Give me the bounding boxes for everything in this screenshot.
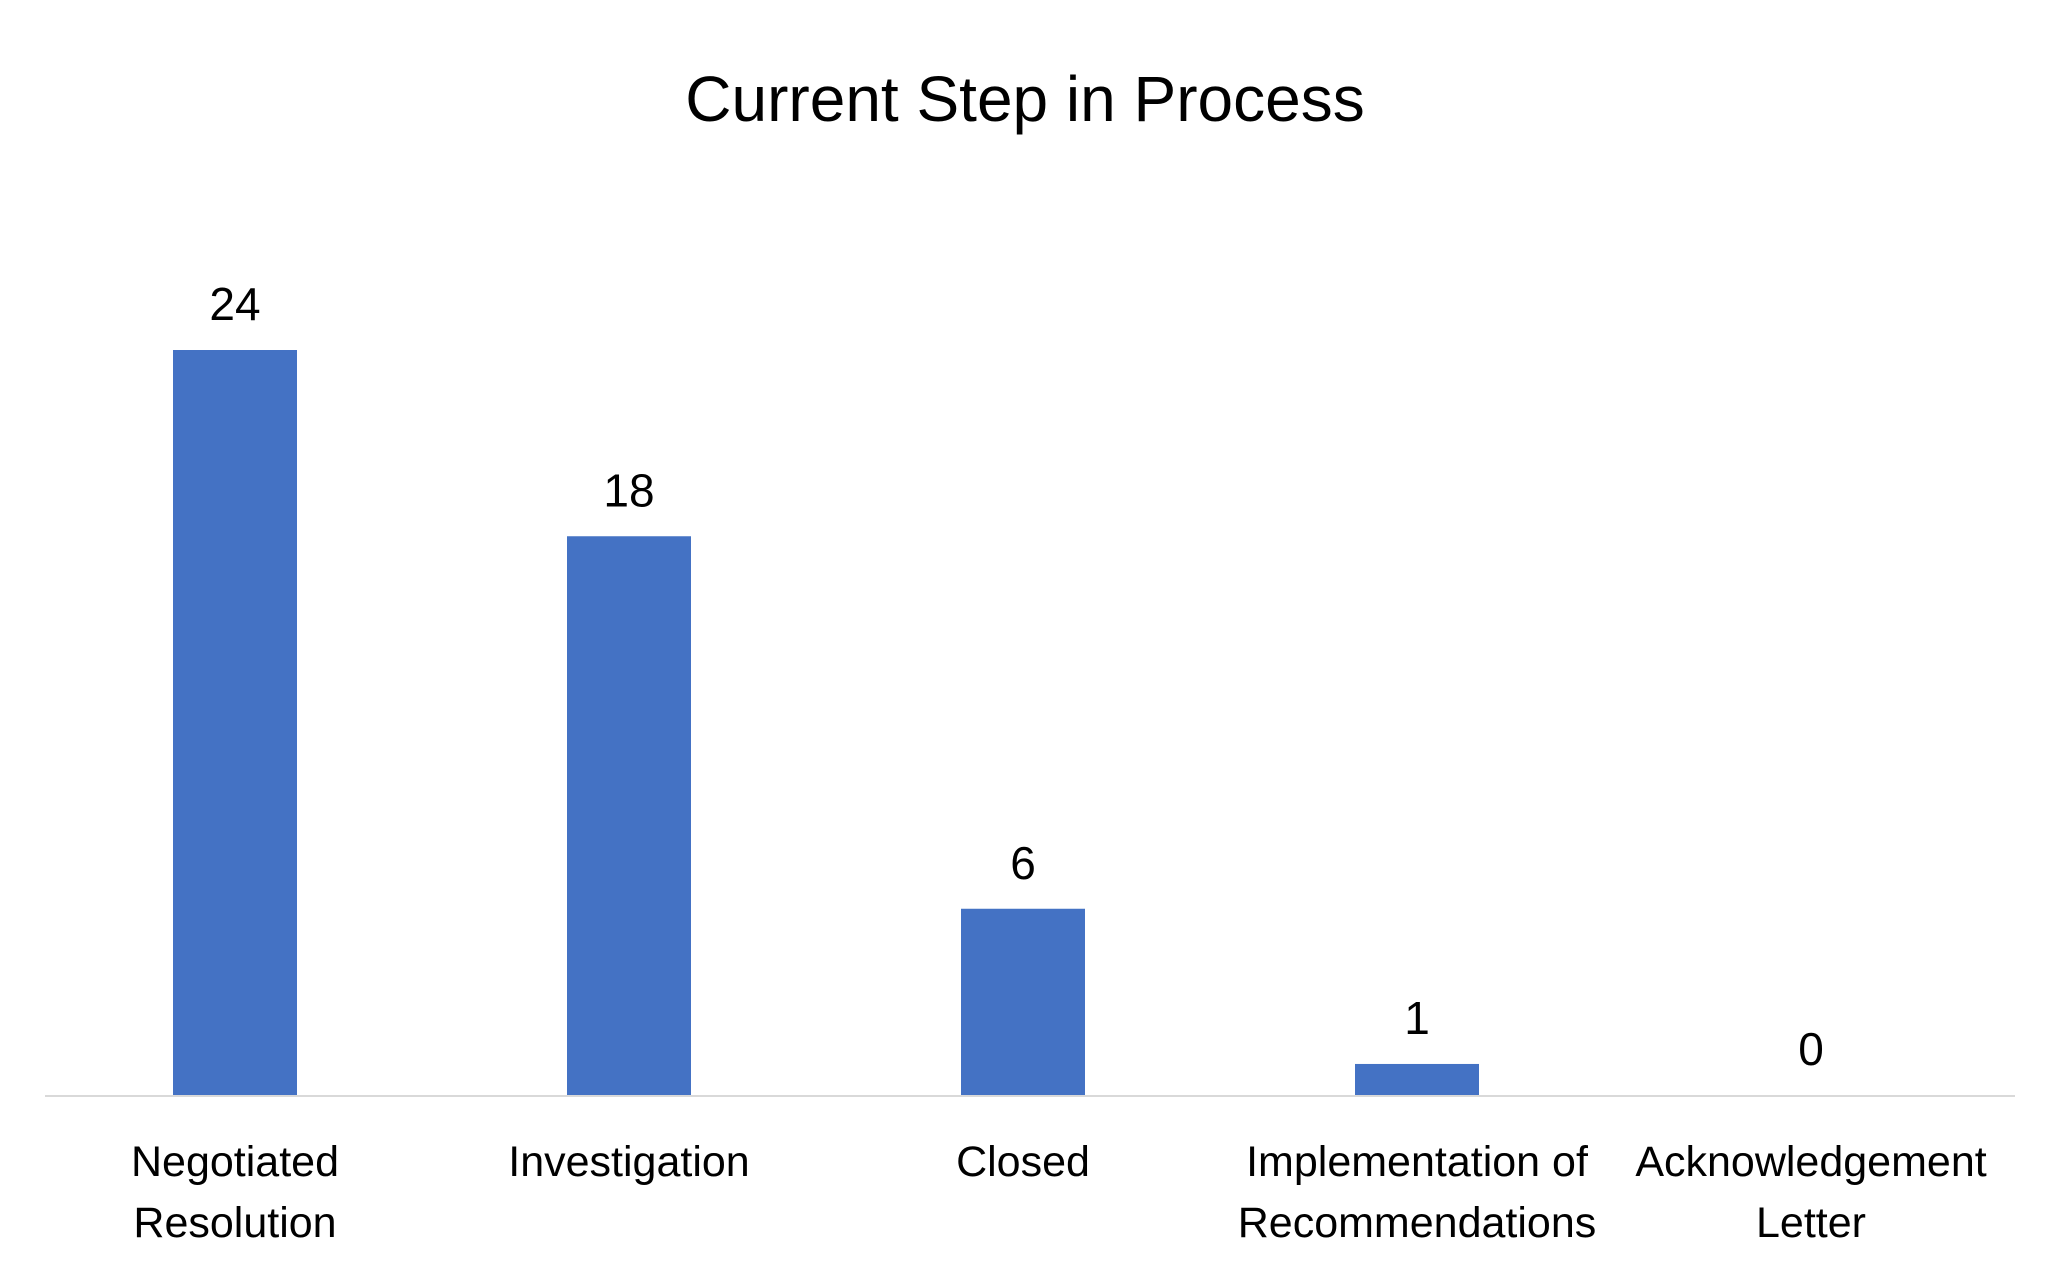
bar-2	[961, 908, 1085, 1095]
data-label-2: 6	[1010, 837, 1036, 889]
category-label-3-line-0: Implementation of	[1246, 1138, 1589, 1186]
data-label-4: 0	[1798, 1023, 1824, 1075]
category-label-4-line-0: Acknowledgement	[1635, 1138, 1986, 1186]
data-label-3: 1	[1404, 992, 1430, 1044]
category-label-0-line-0: Negotiated	[131, 1138, 339, 1186]
data-label-0: 24	[209, 278, 260, 330]
category-label-0-line-1: Resolution	[133, 1199, 336, 1247]
category-label-4-line-1: Letter	[1756, 1199, 1866, 1247]
category-label-3-line-1: Recommendations	[1238, 1199, 1597, 1247]
category-label-2-line-0: Closed	[956, 1138, 1090, 1186]
bar-1	[567, 536, 691, 1095]
data-label-1: 18	[603, 464, 654, 516]
bar-0	[173, 350, 297, 1095]
category-label-1-line-0: Investigation	[508, 1138, 749, 1186]
chart-title: Current Step in Process	[685, 63, 1365, 135]
bar-3	[1355, 1063, 1479, 1095]
